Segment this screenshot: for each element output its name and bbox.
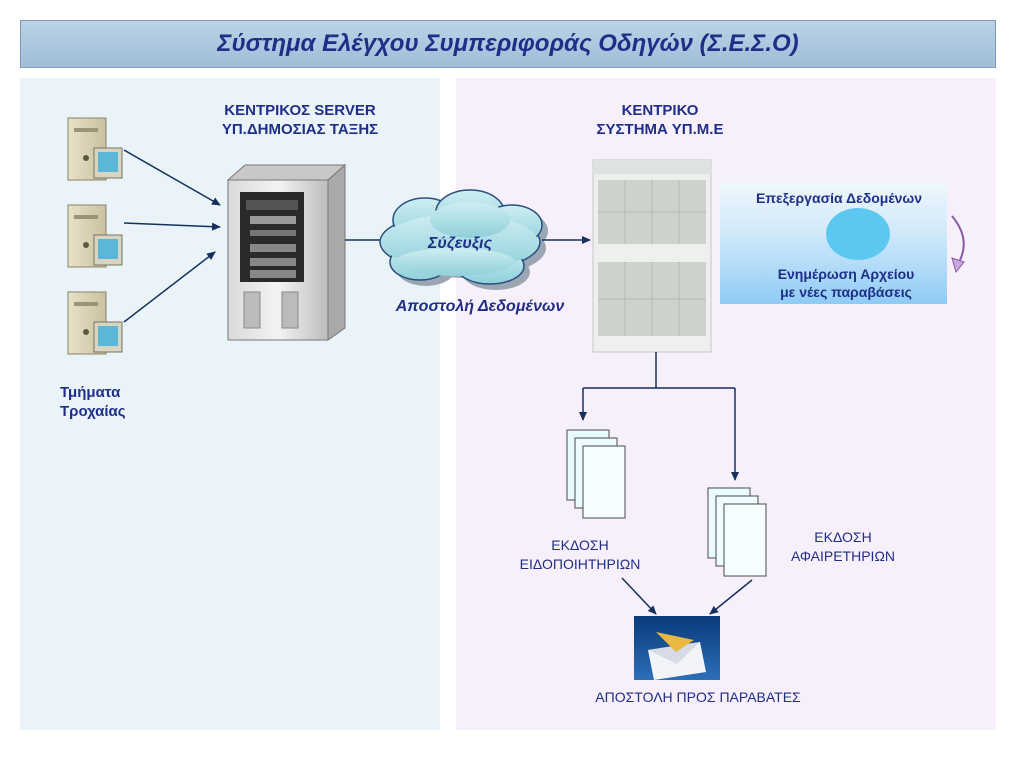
- cloud-label: Σύζευξις: [427, 235, 493, 252]
- data-send-label: Αποστολή Δεδομένων: [395, 298, 565, 315]
- distribution-arrows: [579, 352, 753, 615]
- central-server-label: ΚΕΝΤΡΙΚΟΣ SERVER ΥΠ.ΔΗΜΟΣΙΑΣ ΤΑΞΗΣ: [180, 101, 420, 139]
- notices-line2: ΕΙΔΟΠΟΙΗΤΗΡΙΩΝ: [519, 556, 641, 572]
- page-title: Σύστημα Ελέγχου Συμπεριφοράς Οδηγών (Σ.Ε…: [217, 30, 799, 57]
- cycle-arrowhead: [951, 257, 965, 274]
- notices-document-stack-icon: [566, 429, 626, 519]
- pc-icon: [67, 204, 123, 268]
- mail-envelope-icon: [634, 616, 720, 680]
- revocations-line1: ΕΚΔΟΣΗ: [814, 529, 872, 545]
- central-system-line1: ΚΕΝΤΡΙΚΟ: [621, 102, 699, 119]
- central-system-line2: ΣΥΣΤΗΜΑ ΥΠ.Μ.Ε: [596, 121, 724, 138]
- cycle-arrow-icon: [951, 215, 965, 265]
- central-system-label: ΚΕΝΤΡΙΚΟ ΣΥΣΤΗΜΑ ΥΠ.Μ.Ε: [560, 101, 760, 139]
- central-server-line2: ΥΠ.ΔΗΜΟΣΙΑΣ ΤΑΞΗΣ: [221, 121, 379, 138]
- pc-icon: [67, 291, 123, 355]
- processing-label: Επεξεργασία Δεδομένων: [755, 190, 923, 206]
- cloud-icon: [379, 189, 548, 290]
- title-bar: Σύστημα Ελέγχου Συμπεριφοράς Οδηγών (Σ.Ε…: [20, 20, 996, 68]
- mainframe-icon: [592, 159, 712, 353]
- notices-label: ΕΚΔΟΣΗ ΕΙΔΟΠΟΙΗΤΗΡΙΩΝ: [490, 536, 670, 574]
- update-line1: Ενημέρωση Αρχείου: [777, 266, 915, 282]
- update-label: Ενημέρωση Αρχείου με νέες παραβάσεις: [740, 265, 952, 301]
- revocations-document-stack-icon: [707, 487, 767, 577]
- revocations-label: ΕΚΔΟΣΗ ΑΦΑΙΡΕΤΗΡΙΩΝ: [768, 528, 918, 566]
- processing-circle: [826, 208, 890, 260]
- traffic-departments-line1: Τμήματα: [60, 384, 121, 401]
- pc-icon: [67, 117, 123, 181]
- update-line2: με νέες παραβάσεις: [780, 284, 912, 300]
- central-server-line1: ΚΕΝΤΡΙΚΟΣ SERVER: [224, 102, 376, 119]
- revocations-line2: ΑΦΑΙΡΕΤΗΡΙΩΝ: [790, 548, 896, 564]
- notices-line1: ΕΚΔΟΣΗ: [551, 537, 609, 553]
- traffic-departments-line2: Τροχαίας: [60, 403, 126, 420]
- pc-to-server-arrows: [123, 149, 221, 323]
- server-tower-icon: [226, 163, 347, 341]
- traffic-departments-label: Τμήματα Τροχαίας: [60, 383, 160, 421]
- send-to-violators-label: ΑΠΟΣΤΟΛΗ ΠΡΟΣ ΠΑΡΑΒΑΤΕΣ: [595, 689, 801, 705]
